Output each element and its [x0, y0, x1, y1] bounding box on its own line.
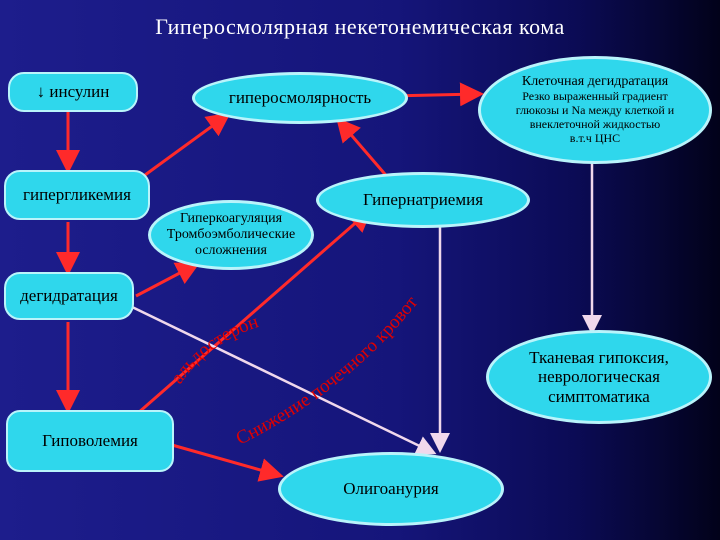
- node-hyperglycemia: гипергликемия: [4, 170, 150, 220]
- arrow-dehydration-to-oligoanuria: [129, 304, 437, 455]
- arrow-hyperglycemia-to-hyperosmolarity: [144, 112, 231, 177]
- node-cell-dehydration-title: Клеточная дегидратация: [521, 74, 669, 90]
- node-tissue-hypoxia: Тканевая гипоксия, неврологическая симпт…: [486, 330, 712, 424]
- node-hyperosmolarity: гиперосмолярность: [192, 72, 408, 124]
- arrow-hypovolemia-to-oligoanuria: [171, 443, 284, 482]
- node-cell-dehydration: Клеточная дегидратация Резко выраженный …: [478, 56, 712, 164]
- node-oligoanuria-label: Олигоанурия: [343, 479, 439, 499]
- arrow-hypovolemia-to-hypernatremia: [129, 208, 373, 422]
- node-dehydration-label: дегидратация: [20, 286, 118, 306]
- node-tissue-hypoxia-label: Тканевая гипоксия, неврологическая симпт…: [529, 347, 669, 406]
- arrow-dehydration-to-hypercoagulation: [135, 262, 201, 298]
- node-hypovolemia: Гиповолемия: [6, 410, 174, 472]
- node-hypernatremia-label: Гипернатриемия: [362, 190, 484, 210]
- node-hyperosmolarity-label: гиперосмолярность: [228, 88, 372, 108]
- arrow-hypernatremia-to-hyperosmolarity: [336, 117, 392, 181]
- node-insulin: ↓ инсулин: [8, 72, 138, 112]
- node-cell-dehydration-desc: Резко выраженный градиент глюкозы и Na м…: [515, 89, 675, 145]
- node-oligoanuria: Олигоанурия: [278, 452, 504, 526]
- node-hypercoagulation-label: Гиперкоагуляция Тромбоэмболические ослож…: [166, 210, 296, 259]
- node-insulin-label: ↓ инсулин: [36, 82, 110, 102]
- label-aldosterone: альдостерон: [167, 311, 261, 387]
- node-dehydration: дегидратация: [4, 272, 134, 320]
- node-hyperglycemia-label: гипергликемия: [23, 185, 131, 205]
- node-hypercoagulation: Гиперкоагуляция Тромбоэмболические ослож…: [148, 200, 314, 270]
- page-title: Гиперосмолярная некетонемическая кома: [155, 14, 565, 39]
- node-hypernatremia: Гипернатриемия: [316, 172, 530, 228]
- node-hypovolemia-label: Гиповолемия: [42, 431, 138, 451]
